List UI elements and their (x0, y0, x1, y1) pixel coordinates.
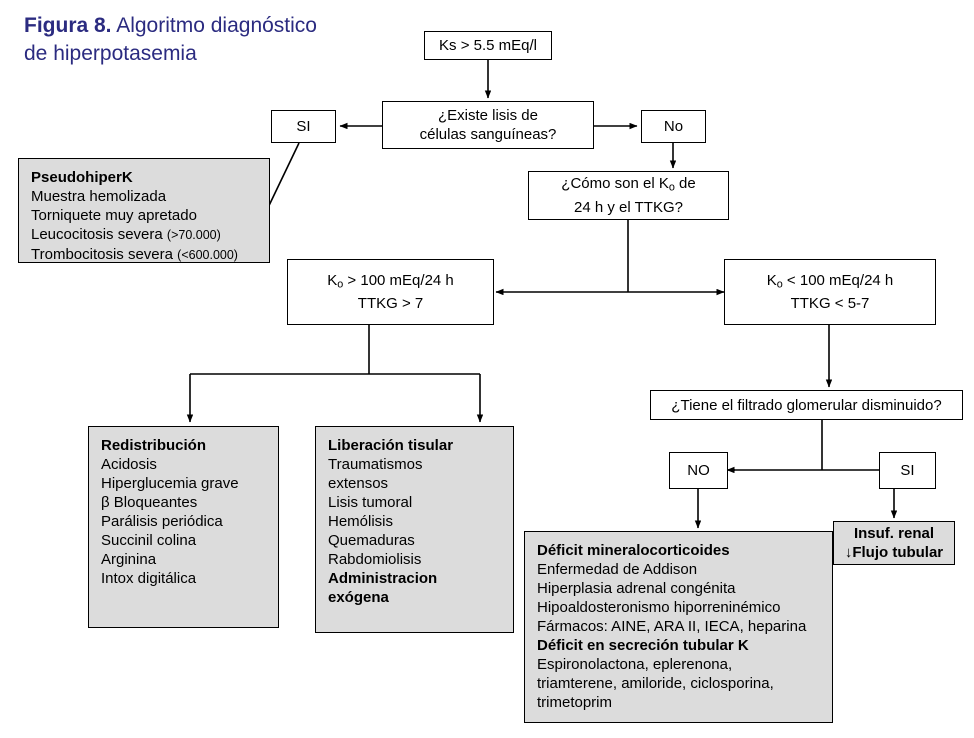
node-kleft-line1-b: > 100 mEq/24 h (343, 271, 454, 289)
deficit-heading2: Déficit en secreción tubular K (537, 637, 749, 654)
node-como-line1-b: de (674, 175, 696, 193)
node-kleft-line2: TTKG > 7 (357, 295, 424, 313)
node-filtrado-label: ¿Tiene el filtrado glomerular disminuido… (671, 396, 942, 414)
redistribucion-item: Acidosis (101, 456, 157, 473)
redistribucion-item: Intox digitálica (101, 570, 197, 587)
liberacion-heading2-line2: exógena (328, 589, 389, 606)
node-no-top-label: No (663, 118, 684, 135)
pseudohiperk-item: Leucocitosis severa (>70.000) (31, 225, 259, 245)
node-no-bottom-label: NO (687, 462, 710, 479)
node-pseudohiperk[interactable]: PseudohiperK Muestra hemolizada Tornique… (18, 158, 270, 263)
pseudohiperk-item-text: Leucocitosis severa (31, 226, 167, 243)
deficit-item: Hiperplasia adrenal congénita (537, 580, 736, 597)
pseudohiperk-leuco-value: (>70.000) (166, 228, 221, 242)
node-deficit-mineralocorticoides[interactable]: Déficit mineralocorticoides Enfermedad d… (524, 531, 833, 723)
pseudohiperk-item: Trombocitosis severa (<600.000) (31, 245, 259, 265)
deficit-item: triamterene, amiloride, ciclosporina, (537, 675, 774, 692)
figure-caption: Algoritmo diagnóstico de hiperpotasemia (24, 14, 317, 65)
node-kleft-subscript: o (337, 278, 344, 291)
node-insuficiencia-renal[interactable]: Insuf. renal ↓Flujo tubular (833, 521, 955, 565)
node-kright-subscript: o (776, 278, 783, 291)
node-answer-si-top[interactable]: SI (271, 110, 336, 143)
pseudohiperk-trombo-value: (<600.000) (177, 248, 238, 262)
node-ks-threshold[interactable]: Ks > 5.5 mEq/l (424, 31, 552, 60)
liberacion-item: Quemaduras (328, 532, 415, 549)
redistribucion-item: Succinil colina (101, 532, 197, 549)
node-kright-line2: TTKG < 5-7 (790, 295, 870, 313)
node-question-filtrado-glomerular[interactable]: ¿Tiene el filtrado glomerular disminuido… (650, 390, 963, 420)
node-kleft-line1: Ko > 100 mEq/24 h (327, 271, 454, 295)
node-si-top-label: SI (296, 118, 311, 135)
node-como-subscript: o (668, 181, 675, 194)
redistribucion-item: Parálisis periódica (101, 513, 223, 530)
node-question-como-ko-ttkg[interactable]: ¿Cómo son el Ko de 24 h y el TTKG? (528, 171, 729, 220)
pseudohiperk-item-text: Trombocitosis severa (31, 246, 178, 263)
deficit-heading1: Déficit mineralocorticoides (537, 542, 730, 559)
node-answer-no-top[interactable]: No (641, 110, 706, 143)
node-lisis-line2: células sanguíneas? (419, 126, 557, 143)
liberacion-item: extensos (328, 475, 389, 492)
deficit-item: trimetoprim (537, 694, 613, 711)
pseudohiperk-item: Torniquete muy apretado (31, 207, 197, 224)
node-answer-si-bottom[interactable]: SI (879, 452, 936, 489)
node-kright-line1-b: < 100 mEq/24 h (782, 271, 894, 289)
pseudohiperk-heading: PseudohiperK (31, 169, 133, 186)
insuf-line2: ↓Flujo tubular (844, 544, 944, 561)
node-como-line2: 24 h y el TTKG? (574, 198, 683, 216)
node-question-lisis[interactable]: ¿Existe lisis de células sanguíneas? (382, 101, 594, 149)
node-como-line1: ¿Cómo son el Ko de (561, 174, 695, 198)
node-ko-high-branch[interactable]: Ko > 100 mEq/24 h TTKG > 7 (287, 259, 494, 325)
insuf-line1: Insuf. renal (853, 525, 934, 542)
node-answer-no-bottom[interactable]: NO (669, 452, 728, 489)
deficit-item: Enfermedad de Addison (537, 561, 698, 578)
redistribucion-item: Hiperglucemia grave (101, 475, 239, 492)
node-ks-line1: Ks > 5.5 mEq/l (439, 37, 537, 54)
redistribucion-heading: Redistribución (101, 437, 207, 454)
node-como-line1-a: ¿Cómo son el K (561, 175, 669, 193)
figure-label: Figura 8. (24, 14, 112, 37)
node-lisis-line1: ¿Existe lisis de (437, 107, 538, 124)
node-si-bottom-label: SI (900, 462, 915, 479)
liberacion-heading: Liberación tisular (328, 437, 454, 454)
deficit-item: Espironolactona, eplerenona, (537, 656, 733, 673)
pseudohiperk-item: Muestra hemolizada (31, 188, 167, 205)
node-kleft-line1-a: K (327, 271, 338, 289)
liberacion-item: Lisis tumoral (328, 494, 413, 511)
node-redistribucion[interactable]: Redistribución Acidosis Hiperglucemia gr… (88, 426, 279, 628)
liberacion-item: Traumatismos (328, 456, 423, 473)
node-kright-line1-a: K (766, 271, 777, 289)
liberacion-heading2-line1: Administracion (328, 570, 438, 587)
liberacion-item: Hemólisis (328, 513, 394, 530)
deficit-item: Fármacos: AINE, ARA II, IECA, heparina (537, 618, 807, 635)
deficit-item: Hipoaldosteronismo hiporreninémico (537, 599, 781, 616)
node-ko-low-branch[interactable]: Ko < 100 mEq/24 h TTKG < 5-7 (724, 259, 936, 325)
liberacion-item: Rabdomiolisis (328, 551, 422, 568)
figure-title: Figura 8. Algoritmo diagnóstico de hiper… (24, 12, 324, 68)
redistribucion-item: β Bloqueantes (101, 494, 198, 511)
node-kright-line1: Ko < 100 mEq/24 h (767, 271, 894, 295)
node-liberacion-tisular[interactable]: Liberación tisular Traumatismos extensos… (315, 426, 514, 633)
redistribucion-item: Arginina (101, 551, 157, 568)
